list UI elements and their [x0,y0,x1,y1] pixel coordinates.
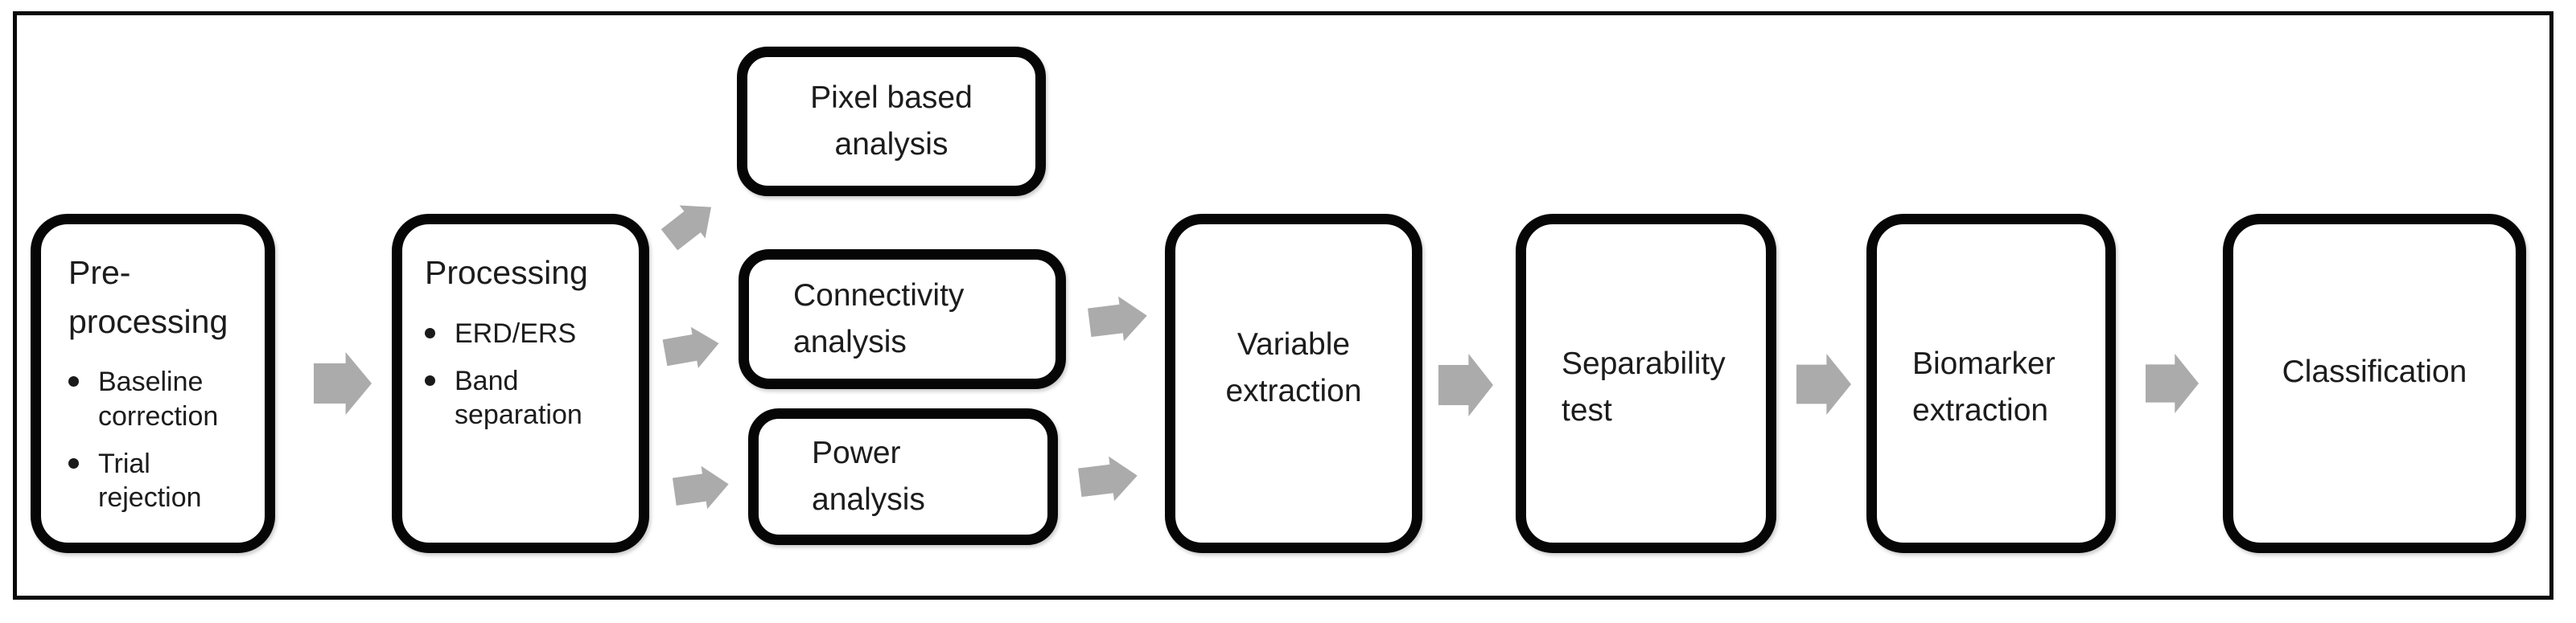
node-processing: Processing ERD/ERS Band separation [392,214,649,553]
node-label-container: Pixel based analysis [747,57,1035,186]
node-biomarker-extraction: Biomarker extraction [1866,214,2116,553]
arrow-variable-to-separability-icon [1438,354,1493,416]
arrow-processing-to-connectivity-icon [662,326,719,369]
arrow-processing-to-power-icon [672,465,729,510]
bullet-item: Trial rejection [68,447,250,514]
bullet-list: Baseline correction Trial rejection [68,365,250,514]
arrow-shape [660,205,712,251]
arrow-shape [662,326,719,369]
arrow-shape [1088,296,1147,342]
node-label-container: Separability test [1526,224,1766,543]
node-separability-test: Separability test [1516,214,1776,553]
node-label-container: Classification [2233,224,2516,543]
arrow-shape [2146,354,2199,413]
node-pre-processing: Pre-processing Baseline correction Trial… [31,214,275,553]
node-title: Pre-processing [68,254,228,340]
arrow-shape [672,465,729,510]
node-label-container: Biomarker extraction [1877,224,2105,543]
arrow-shape [1438,354,1493,416]
bullet-text: Band separation [455,365,582,430]
arrow-separability-to-biomarker-icon [1796,354,1851,415]
arrow-shape [314,352,372,415]
node-label: Pixel based analysis [810,80,973,162]
bullet-dot-icon [425,375,435,386]
node-label: Classification [2282,354,2467,389]
bullet-dot-icon [425,327,435,338]
node-label-container: Variable extraction [1175,224,1412,543]
arrow-biomarker-to-classification-icon [2146,354,2199,413]
arrow-power-to-variable-icon [1078,456,1138,502]
bullet-dot-icon [68,376,79,387]
bullet-item: ERD/ERS [425,317,628,350]
bullet-text: ERD/ERS [455,318,577,349]
bullet-text: Trial rejection [98,448,202,513]
arrow-shape [1796,354,1851,415]
bullet-dot-icon [68,457,79,469]
node-title: Processing [425,254,588,291]
node-pixel-based-analysis: Pixel based analysis [737,47,1046,196]
node-classification: Classification [2223,214,2526,553]
arrow-pre-to-processing-icon [314,352,372,415]
node-label: Biomarker extraction [1912,346,2055,428]
node-label: Separability test [1562,346,1726,428]
bullet-list: ERD/ERS Band separation [425,317,628,432]
node-label: Connectivity analysis [793,277,965,360]
node-label-container: Connectivity analysis [749,260,1056,379]
node-label-container: Power analysis [759,419,1047,535]
bullet-item: Baseline correction [68,365,250,432]
node-label: Variable extraction [1225,326,1362,409]
arrow-shape [1078,456,1138,502]
node-connectivity-analysis: Connectivity analysis [739,249,1066,389]
node-variable-extraction: Variable extraction [1165,214,1422,553]
arrow-connectivity-to-variable-icon [1088,296,1147,342]
bullet-item: Band separation [425,364,628,432]
node-power-analysis: Power analysis [748,408,1058,545]
bullet-text: Baseline correction [98,367,219,432]
arrow-processing-to-pixel-icon [660,205,712,251]
node-label: Power analysis [812,435,925,518]
